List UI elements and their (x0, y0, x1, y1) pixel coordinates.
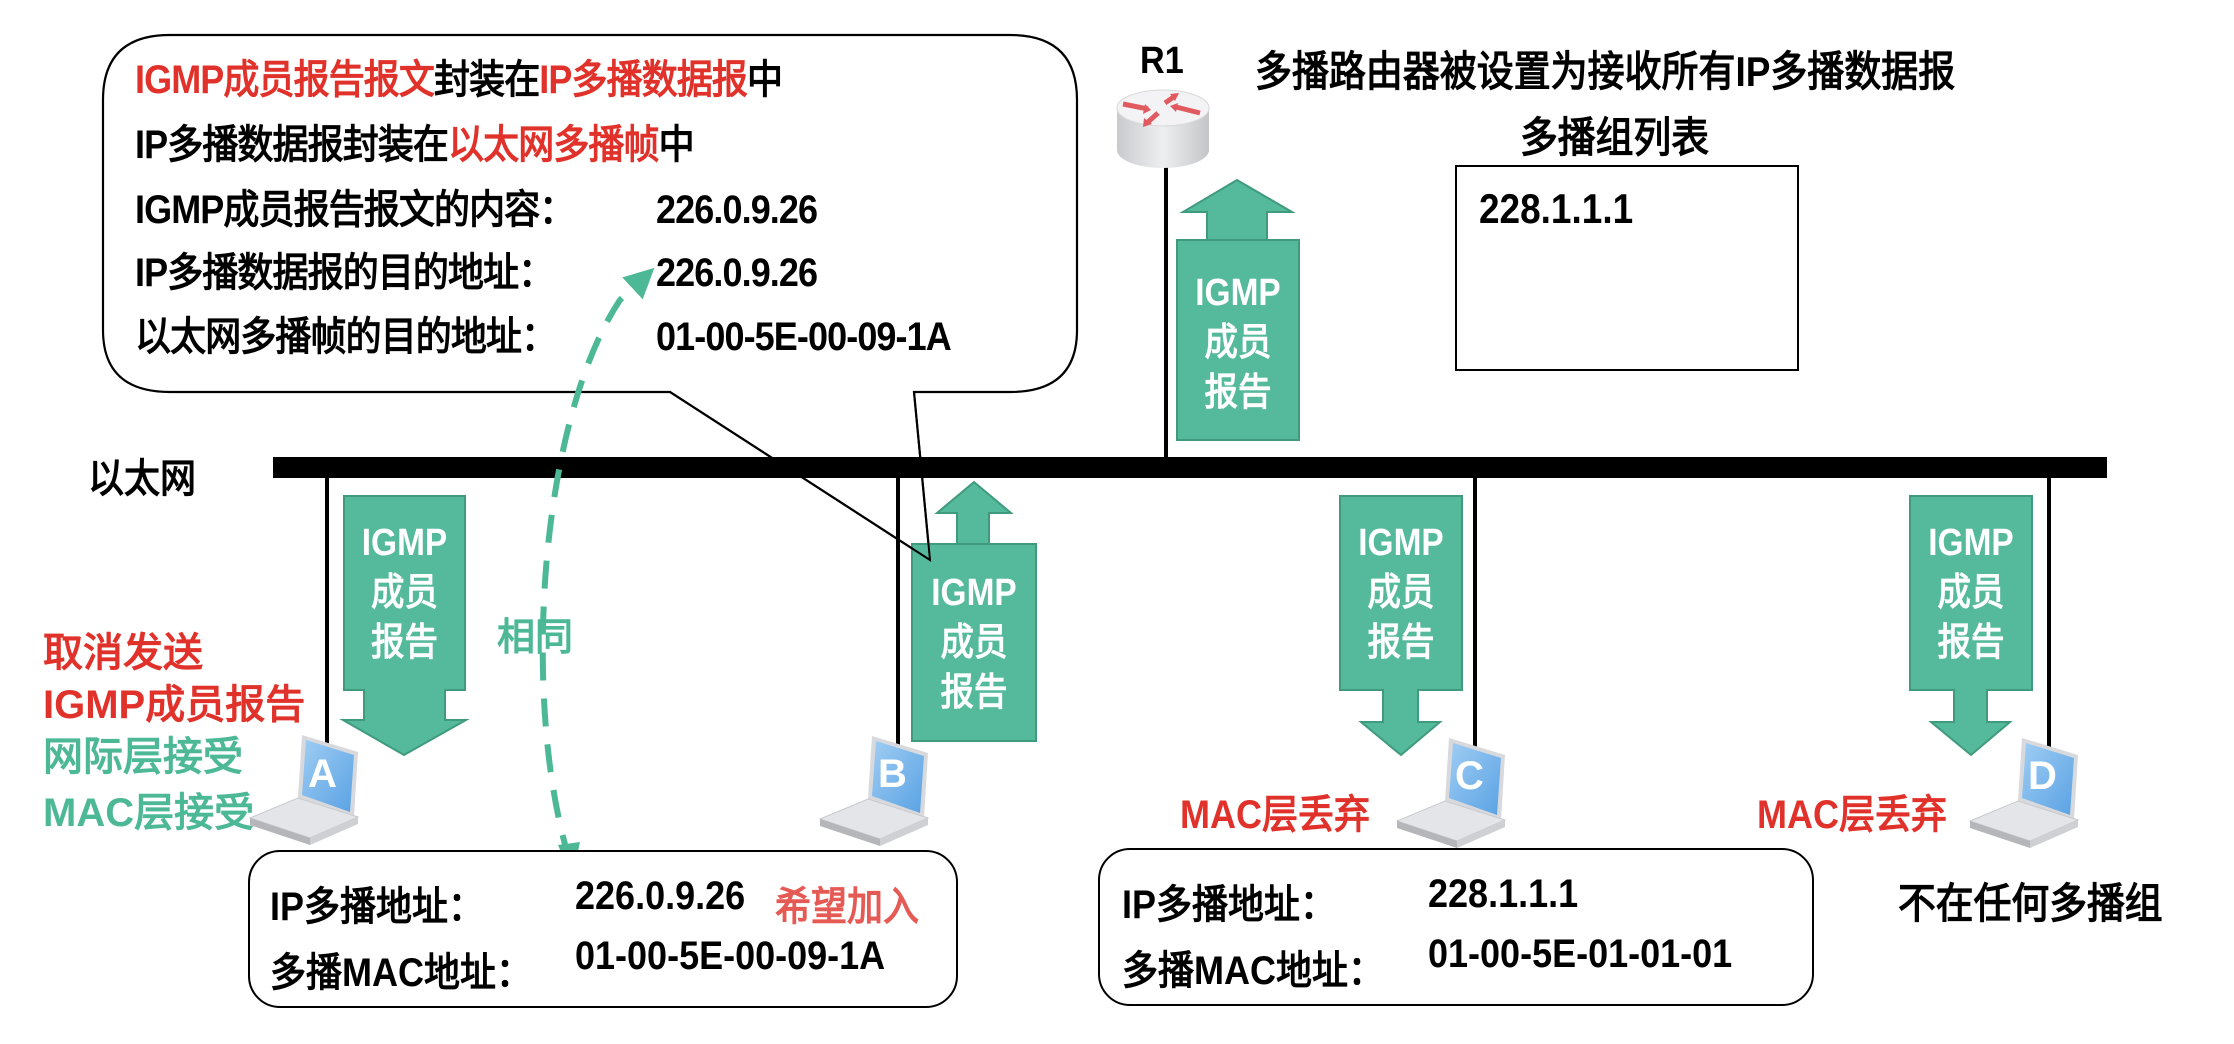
igmp-report-label-c: IGMP 成员 报告 (1347, 518, 1454, 668)
igmp-report-label-line1: IGMP (931, 572, 1017, 614)
host-b-mac-label: 多播MAC地址： (270, 951, 532, 995)
same-label: 相同 (497, 617, 574, 659)
host-a-letter: A (308, 752, 337, 796)
host-a-note-mac-layer: MAC层接受 (43, 791, 255, 835)
igmp-report-label-line2: 成员 (1367, 572, 1435, 614)
igmp-report-label-line1: IGMP (1928, 522, 2014, 564)
host-c-mac-value: 01-00-5E-01-01-01 (1428, 932, 1733, 976)
igmp-report-label-r1: IGMP 成员 报告 (1184, 268, 1291, 418)
igmp-report-label-line2: 成员 (371, 572, 438, 614)
group-table-title: 多播组列表 (1520, 114, 1710, 161)
igmp-report-label-line1: IGMP (361, 522, 448, 564)
same-dashed-arrow (539, 267, 655, 863)
host-d-status: 不在任何多播组 (1898, 880, 2163, 927)
bubble-line-2-part-2: 以太网多播帧 (448, 123, 660, 167)
bubble-line-2-part-3: 中 (658, 123, 695, 167)
group-table-entry: 228.1.1.1 (1479, 185, 1634, 232)
router-description: 多播路由器被设置为接收所有IP多播数据报 (1255, 48, 1956, 95)
host-c-ip-label: IP多播地址： (1122, 883, 1337, 927)
host-b-info-box: IP多播地址： 226.0.9.26 希望加入 多播MAC地址： 01-00-5… (248, 850, 958, 1008)
speech-bubble-tail (669, 391, 932, 562)
host-a-note-cancel: 取消发送 (43, 631, 203, 675)
host-c-mac-label: 多播MAC地址： (1122, 949, 1384, 993)
ethernet-label: 以太网 (88, 457, 196, 501)
igmp-report-label-line1: IGMP (1358, 522, 1444, 564)
host-b-mac-value: 01-00-5E-00-09-1A (575, 934, 886, 978)
bubble-row-ip-dest-value: 226.0.9.26 (656, 251, 818, 295)
bubble-row-mac-dest-label: 以太网多播帧的目的地址： (135, 315, 557, 359)
bubble-row-mac-dest-value: 01-00-5E-00-09-1A (656, 315, 952, 359)
host-b-ip-note: 希望加入 (775, 885, 919, 929)
laptop-icon-a (248, 735, 360, 845)
bubble-line-1-part-3: IP多播数据报 (539, 58, 748, 102)
host-d-note: MAC层丢弃 (1757, 793, 1947, 837)
igmp-report-label-line3: 报告 (940, 672, 1008, 714)
bubble-line-1-part-1: IGMP成员报告报文 (135, 58, 435, 102)
host-c-letter: C (1455, 754, 1484, 798)
ethernet-bus (273, 457, 2107, 478)
igmp-arrow-down-a (339, 495, 470, 757)
igmp-report-label-line2: 成员 (1204, 322, 1272, 364)
igmp-report-label-line3: 报告 (1204, 372, 1272, 414)
bubble-row-igmp-content-label: IGMP成员报告报文的内容： (135, 188, 575, 232)
igmp-arrow-down-d (1909, 495, 2033, 757)
igmp-report-label-d: IGMP 成员 报告 (1917, 518, 2024, 668)
bubble-line-2-part-1: IP多播数据报封装在 (135, 123, 449, 167)
igmp-report-label-line2: 成员 (940, 622, 1008, 664)
bubble-row-igmp-content-value: 226.0.9.26 (656, 188, 818, 232)
group-table: 228.1.1.1 (1455, 165, 1799, 371)
igmp-report-label-b: IGMP 成员 报告 (919, 568, 1028, 718)
igmp-arrow-down-c (1339, 495, 1463, 757)
igmp-arrow-up-r1 (1176, 178, 1300, 441)
igmp-report-label-line3: 报告 (1367, 622, 1435, 664)
host-b-ip-label: IP多播地址： (270, 885, 485, 929)
bubble-line-1: IGMP成员报告报文封装在IP多播数据报中 (135, 56, 783, 104)
speech-bubble (101, 33, 1079, 563)
host-b-ip-value: 226.0.9.26 (575, 874, 746, 918)
bubble-line-2: IP多播数据报封装在以太网多播帧中 (135, 121, 695, 169)
router-icon (1116, 89, 1210, 168)
bubble-row-ip-dest-label: IP多播数据报的目的地址： (135, 251, 554, 295)
bubble-line-1-part-4: 中 (747, 58, 783, 102)
igmp-arrow-up-b (911, 480, 1037, 742)
igmp-report-label-line2: 成员 (1937, 572, 2005, 614)
bubble-line-1-part-2: 封装在 (434, 58, 540, 102)
host-b-letter: B (878, 752, 907, 796)
host-c-note: MAC层丢弃 (1180, 793, 1370, 837)
laptop-icon-b (818, 736, 930, 846)
igmp-report-label-a: IGMP 成员 报告 (351, 518, 457, 668)
host-c-ip-value: 228.1.1.1 (1428, 872, 1579, 916)
igmp-report-label-line1: IGMP (1195, 272, 1281, 314)
laptop-icon-d (1968, 738, 2080, 848)
host-a-note-igmp: IGMP成员报告 (43, 683, 306, 727)
router-label: R1 (1140, 40, 1184, 82)
laptop-icon-c (1395, 738, 1507, 848)
igmp-report-label-line3: 报告 (371, 622, 438, 664)
host-c-info-box: IP多播地址： 228.1.1.1 多播MAC地址： 01-00-5E-01-0… (1098, 848, 1814, 1006)
host-d-letter: D (2028, 754, 2057, 798)
igmp-report-label-line3: 报告 (1937, 622, 2005, 664)
host-a-note-network-layer: 网际层接受 (43, 735, 243, 779)
